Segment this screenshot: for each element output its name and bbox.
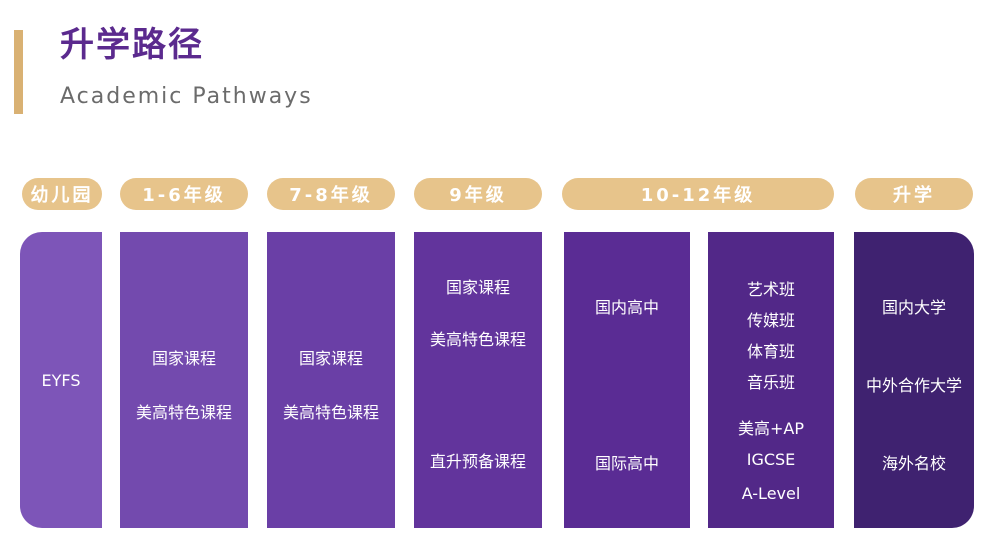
flow-arrow-icon [395, 370, 406, 392]
page-subtitle: Academic Pathways [60, 84, 313, 109]
track-item: 美高+AP [737, 419, 804, 438]
flow-arrow-icon [102, 370, 113, 392]
page-title: 升学路径 [60, 25, 204, 65]
curriculum-item: 国家课程 [298, 349, 363, 368]
stage-kindergarten: 幼儿园 [22, 178, 102, 210]
track-item: 音乐班 [746, 373, 795, 392]
flow-arrow-icon [542, 448, 553, 470]
stage-further-study: 升学 [855, 178, 973, 210]
flow-arrow-icon [248, 370, 259, 392]
flow-arrow-icon [834, 448, 845, 470]
track-item: A-Level [741, 484, 801, 503]
column-grade-9: 国家课程 美高特色课程 直升预备课程 [414, 232, 542, 528]
stage-grade-7-8: 7-8年级 [267, 178, 395, 210]
track-item: IGCSE [746, 450, 796, 469]
column-grade-1-6: 国家课程 美高特色课程 [120, 232, 248, 528]
column-high-school: 国内高中 国际高中 [564, 232, 690, 528]
column-destinations: 国内大学 中外合作大学 海外名校 [854, 232, 974, 528]
stage-grade-9: 9年级 [414, 178, 542, 210]
column-tracks: 艺术班 传媒班 体育班 音乐班 美高+AP IGCSE A-Level [708, 232, 834, 528]
column-kindergarten: EYFS [20, 232, 102, 528]
curriculum-item: 美高特色课程 [282, 403, 379, 422]
track-item: 体育班 [746, 342, 795, 361]
curriculum-item: 美高特色课程 [135, 403, 232, 422]
flow-arrow-icon [834, 293, 845, 315]
curriculum-item: 直升预备课程 [429, 452, 526, 471]
column-grade-7-8: 国家课程 美高特色课程 [267, 232, 395, 528]
accent-bar [14, 30, 23, 114]
curriculum-item: 国家课程 [151, 349, 216, 368]
flow-arrow-icon [690, 448, 701, 470]
track-item: 传媒班 [746, 311, 795, 330]
high-school-domestic: 国内高中 [594, 298, 659, 317]
flow-arrow-icon [690, 293, 701, 315]
high-school-international: 国际高中 [594, 454, 659, 473]
destination-item: 海外名校 [881, 454, 946, 473]
curriculum-item: 美高特色课程 [429, 330, 526, 349]
flow-arrow-icon [542, 370, 553, 392]
curriculum-item: 国家课程 [445, 278, 510, 297]
flow-arrow-icon [834, 370, 845, 392]
stage-grade-10-12: 10-12年级 [562, 178, 834, 210]
track-item: 艺术班 [746, 280, 795, 299]
stage-grade-1-6: 1-6年级 [120, 178, 248, 210]
kindergarten-item: EYFS [41, 370, 81, 390]
destination-item: 国内大学 [881, 298, 946, 317]
destination-item: 中外合作大学 [865, 376, 962, 395]
flow-arrow-icon [542, 293, 553, 315]
